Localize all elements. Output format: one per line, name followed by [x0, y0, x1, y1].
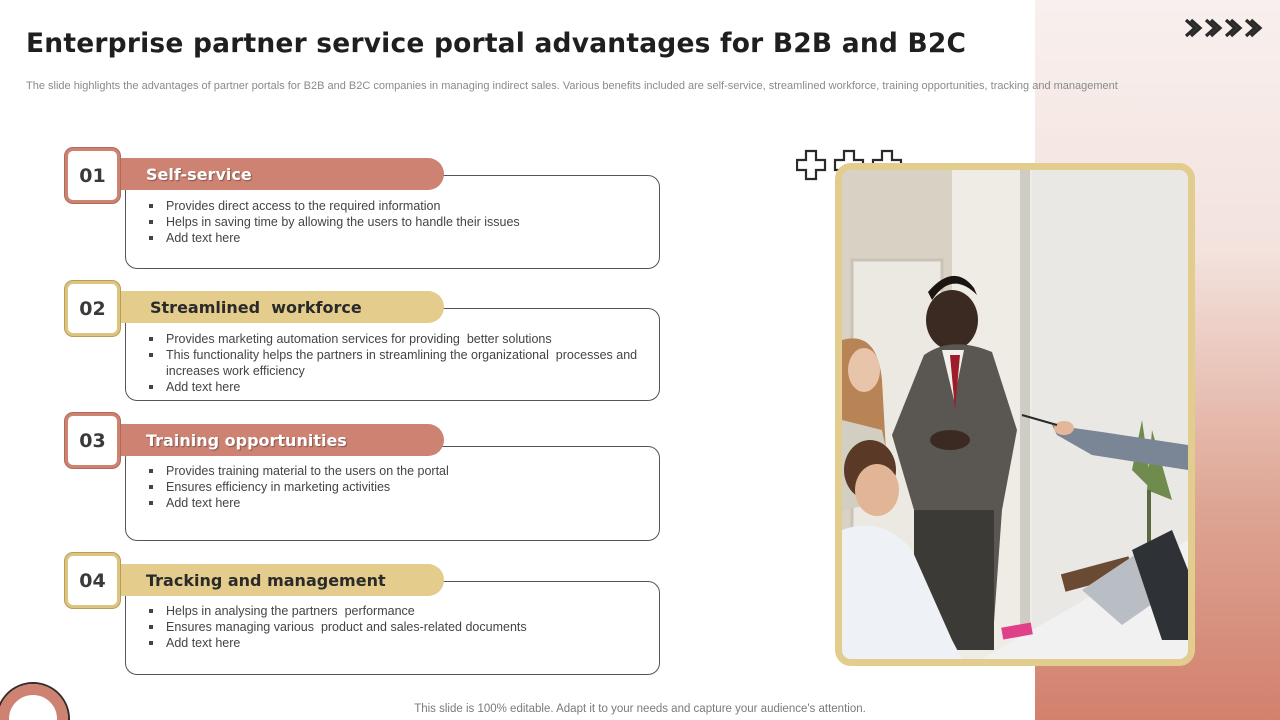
bullet-list: Provides training material to the users … [126, 447, 659, 511]
item-heading-3: Training opportunities [110, 424, 444, 456]
item-number-2: 02 [65, 281, 120, 336]
item-heading-4: Tracking and management [110, 564, 444, 596]
item-heading-1: Self-service [110, 158, 444, 190]
item-number-1: 01 [65, 148, 120, 203]
item-number-3: 03 [65, 413, 120, 468]
item-heading-2: Streamlined workforce [110, 291, 444, 323]
footer-note: This slide is 100% editable. Adapt it to… [414, 703, 866, 715]
bullet-item: Add text here [148, 635, 639, 651]
bullet-list: Provides marketing automation services f… [126, 309, 659, 395]
bullet-item: This functionality helps the partners in… [148, 347, 639, 379]
chevron-right-icon [1184, 18, 1263, 38]
bullet-item: Helps in analysing the partners performa… [148, 603, 639, 619]
item-card-4: Helps in analysing the partners performa… [125, 581, 660, 675]
bullet-item: Provides marketing automation services f… [148, 331, 639, 347]
bullet-item: Provides training material to the users … [148, 463, 639, 479]
team-meeting-photo [835, 163, 1195, 666]
bullet-item: Ensures managing various product and sal… [148, 619, 639, 635]
page-subtitle: The slide highlights the advantages of p… [26, 80, 1118, 92]
corner-ring-decoration [0, 684, 68, 720]
bullet-item: Provides direct access to the required i… [148, 198, 639, 214]
item-card-3: Provides training material to the users … [125, 446, 660, 541]
item-number-4: 04 [65, 553, 120, 608]
bullet-item: Helps in saving time by allowing the use… [148, 214, 639, 230]
bullet-item: Add text here [148, 379, 639, 395]
photo-illustration [842, 170, 1188, 659]
bullet-list: Helps in analysing the partners performa… [126, 582, 659, 651]
item-card-1: Provides direct access to the required i… [125, 175, 660, 269]
bullet-item: Add text here [148, 495, 639, 511]
item-card-2: Provides marketing automation services f… [125, 308, 660, 401]
page-title: Enterprise partner service portal advant… [26, 28, 967, 59]
bullet-item: Ensures efficiency in marketing activiti… [148, 479, 639, 495]
bullet-list: Provides direct access to the required i… [126, 176, 659, 246]
bullet-item: Add text here [148, 230, 639, 246]
